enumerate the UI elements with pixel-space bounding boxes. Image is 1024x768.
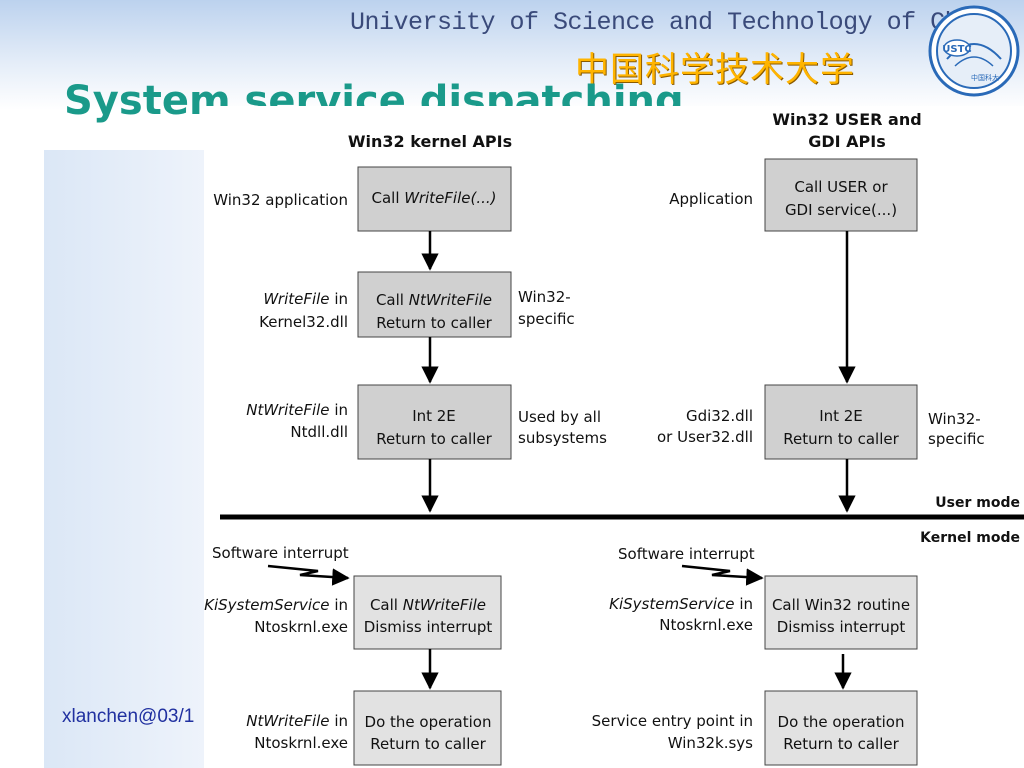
user-mode-label: User mode bbox=[935, 495, 1020, 511]
left-kernel-ntwritefile-box bbox=[353, 575, 502, 650]
right-call-win32-routine-box bbox=[764, 575, 918, 650]
left-label-ntdll: Ntdll.dll bbox=[290, 423, 348, 441]
left-do-operation-box-line1: Do the operation bbox=[365, 713, 492, 731]
right-do-operation-box-line2: Return to caller bbox=[783, 735, 899, 753]
right-call-win32-routine-box-line2: Dismiss interrupt bbox=[777, 618, 906, 636]
left-interrupt-arrow bbox=[267, 564, 350, 586]
left-label-kernel32: Kernel32.dll bbox=[259, 313, 348, 331]
right-note-win32-specific-2: specific bbox=[928, 430, 985, 448]
right-call-user-box-line1: Call USER or bbox=[794, 178, 888, 196]
left-label-writefile: WriteFile in bbox=[263, 290, 348, 308]
left-label-ntoskrnl-2: Ntoskrnl.exe bbox=[254, 734, 348, 752]
right-call-user-box bbox=[764, 158, 918, 232]
left-label-ntwritefile: NtWriteFile in bbox=[246, 401, 348, 419]
right-label-service-entry: Service entry point in bbox=[592, 712, 753, 730]
left-label-kisystemservice: KiSystemService in bbox=[204, 596, 348, 614]
dispatch-diagram: Win32 kernel APIs Win32 USER and GDI API… bbox=[204, 106, 1024, 768]
left-writefile-box bbox=[357, 166, 512, 232]
left-int2e-box bbox=[357, 384, 512, 460]
left-label-ntoskrnl-1: Ntoskrnl.exe bbox=[254, 618, 348, 636]
left-ntwritefile-box bbox=[357, 271, 512, 338]
right-note-win32-specific-1: Win32- bbox=[928, 410, 981, 428]
university-name-cn: 中国科学技术大学 bbox=[575, 50, 855, 90]
right-do-operation-box bbox=[764, 690, 918, 766]
left-app-label: Win32 application bbox=[213, 191, 348, 209]
left-ntwritefile-box-line2: Return to caller bbox=[376, 314, 492, 332]
left-kernel-ntwritefile-box-line2: Dismiss interrupt bbox=[364, 618, 493, 636]
right-label-win32k: Win32k.sys bbox=[668, 734, 753, 752]
left-note-win32-specific-2: specific bbox=[518, 310, 575, 328]
left-kernel-ntwritefile-box-line1: Call NtWriteFile bbox=[370, 596, 486, 614]
left-column-header: Win32 kernel APIs bbox=[348, 132, 512, 151]
right-call-user-box-line2: GDI service(...) bbox=[785, 201, 897, 219]
left-int2e-box-line1: Int 2E bbox=[412, 407, 456, 425]
logo-cn-text: 中国科大 bbox=[971, 73, 999, 82]
right-label-kisystemservice: KiSystemService in bbox=[609, 595, 753, 613]
left-note-win32-specific-1: Win32- bbox=[518, 288, 571, 306]
university-name-en: University of Science and Technology of … bbox=[350, 8, 1003, 37]
left-ntwritefile-box-line1: Call NtWriteFile bbox=[376, 291, 492, 309]
logo-text: USTC bbox=[942, 44, 971, 55]
left-note-subsystems: subsystems bbox=[518, 429, 607, 447]
right-call-win32-routine-box-line1: Call Win32 routine bbox=[772, 596, 910, 614]
right-app-label: Application bbox=[669, 190, 753, 208]
right-int2e-box-line2: Return to caller bbox=[783, 430, 899, 448]
kernel-mode-label: Kernel mode bbox=[920, 530, 1020, 546]
right-int2e-box-line1: Int 2E bbox=[819, 407, 863, 425]
left-note-used-by-all: Used by all bbox=[518, 408, 601, 426]
right-column-header-line2: GDI APIs bbox=[808, 132, 886, 151]
right-do-operation-box-line1: Do the operation bbox=[778, 713, 905, 731]
right-column-header-line1: Win32 USER and bbox=[772, 110, 921, 129]
left-band bbox=[44, 150, 204, 768]
left-do-operation-box bbox=[353, 690, 502, 766]
left-do-operation-box-line2: Return to caller bbox=[370, 735, 486, 753]
left-label-ntwritefile-kernel: NtWriteFile in bbox=[246, 712, 348, 730]
right-int2e-box bbox=[764, 384, 918, 460]
header-band bbox=[0, 0, 1024, 110]
right-label-gdi32: Gdi32.dll bbox=[686, 407, 753, 425]
left-int2e-box-line2: Return to caller bbox=[376, 430, 492, 448]
footer-author: xlanchen@03/1 bbox=[62, 706, 195, 727]
left-writefile-box-text: Call WriteFile(...) bbox=[372, 189, 497, 207]
ustc-logo: USTC 中国科大 bbox=[928, 5, 1020, 97]
right-label-ntoskrnl: Ntoskrnl.exe bbox=[659, 616, 753, 634]
right-interrupt-arrow bbox=[681, 564, 764, 586]
right-label-user32: or User32.dll bbox=[657, 428, 753, 446]
left-software-interrupt-label: Software interrupt bbox=[212, 544, 349, 562]
right-software-interrupt-label: Software interrupt bbox=[618, 545, 755, 563]
